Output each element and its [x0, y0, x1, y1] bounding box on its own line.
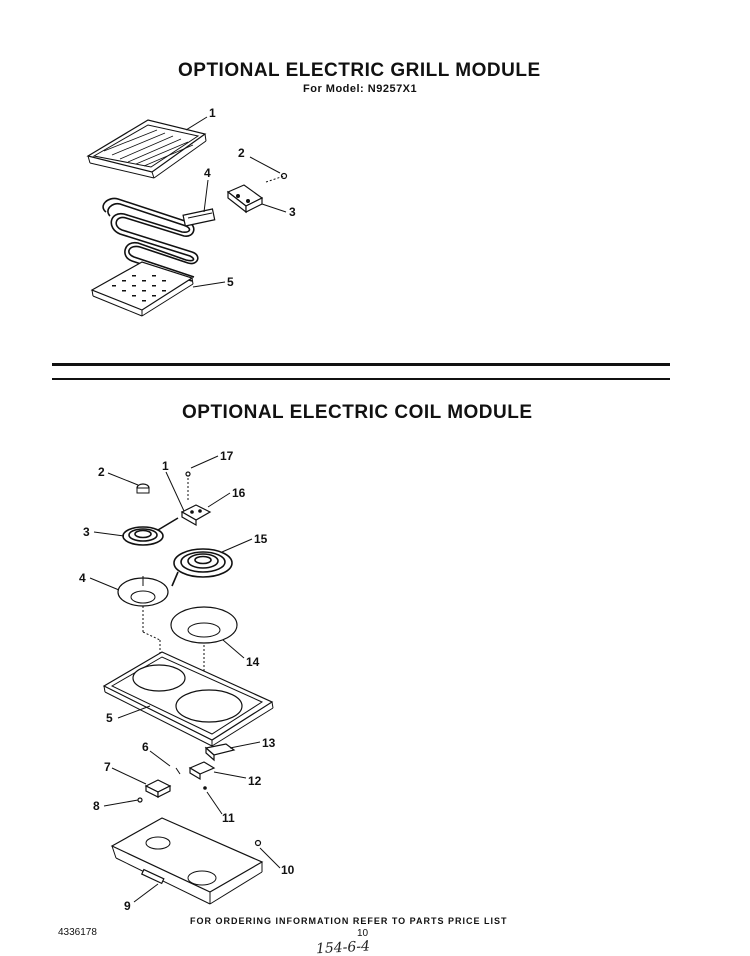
coil-small-parts	[137, 767, 181, 803]
section-divider	[52, 363, 670, 366]
grill-grease-tray-part	[90, 261, 194, 317]
coil-bracket-parts	[188, 743, 236, 790]
coil-callout-16: 16	[232, 486, 246, 500]
coil-callout-2: 2	[98, 465, 105, 479]
coil-callout-15: 15	[254, 532, 268, 546]
grill-model-number: For Model: N9257X1	[303, 83, 418, 95]
coil-callout-9: 9	[124, 899, 131, 913]
grill-grate-part	[86, 119, 207, 179]
coil-callout-17: 17	[220, 449, 234, 463]
coil-callout-1: 1	[162, 459, 169, 473]
small-drip-bowl-part	[117, 576, 169, 607]
grill-callout-1: 1	[209, 106, 216, 120]
grill-heating-element-part	[102, 197, 216, 282]
grill-callout-2: 2	[238, 146, 245, 160]
coil-callout-4: 4	[79, 571, 86, 585]
grill-leader-lines	[185, 116, 226, 288]
ordering-note: FOR ORDERING INFORMATION REFER TO PARTS …	[190, 916, 508, 926]
small-coil-element-part	[122, 517, 179, 546]
coil-callout-5: 5	[106, 711, 113, 725]
large-coil-element-part	[171, 548, 233, 587]
coil-callout-8: 8	[93, 799, 100, 813]
coil-knob-part	[136, 483, 150, 494]
coil-callout-6: 6	[142, 740, 149, 754]
coil-callout-10: 10	[281, 863, 295, 877]
coil-callout-11: 11	[222, 811, 235, 825]
coil-callout-13: 13	[262, 736, 276, 750]
coil-alignment-lines	[142, 606, 205, 688]
document-number: 4336178	[58, 927, 97, 938]
coil-module-title: OPTIONAL ELECTRIC COIL MODULE	[182, 402, 533, 423]
large-drip-bowl-part	[170, 606, 238, 644]
grill-callout-3: 3	[289, 205, 296, 219]
grill-receptacle-part	[226, 184, 287, 214]
grill-callout-5: 5	[227, 275, 234, 289]
page-number: 10	[357, 928, 369, 939]
coil-callout-12: 12	[248, 774, 262, 788]
coil-receptacle-part	[180, 471, 212, 527]
section-divider	[52, 378, 670, 380]
grill-screw-part	[249, 156, 288, 183]
coil-leader-lines	[89, 455, 281, 903]
grill-module-title: OPTIONAL ELECTRIC GRILL MODULE	[178, 60, 541, 81]
cooktop-top-part	[102, 651, 274, 747]
coil-callout-14: 14	[246, 655, 260, 669]
handwritten-note: 154-6-4	[316, 938, 371, 956]
grill-callout-4: 4	[204, 166, 211, 180]
burner-box-part	[110, 817, 264, 905]
coil-callout-3: 3	[83, 525, 90, 539]
coil-callout-7: 7	[104, 760, 111, 774]
